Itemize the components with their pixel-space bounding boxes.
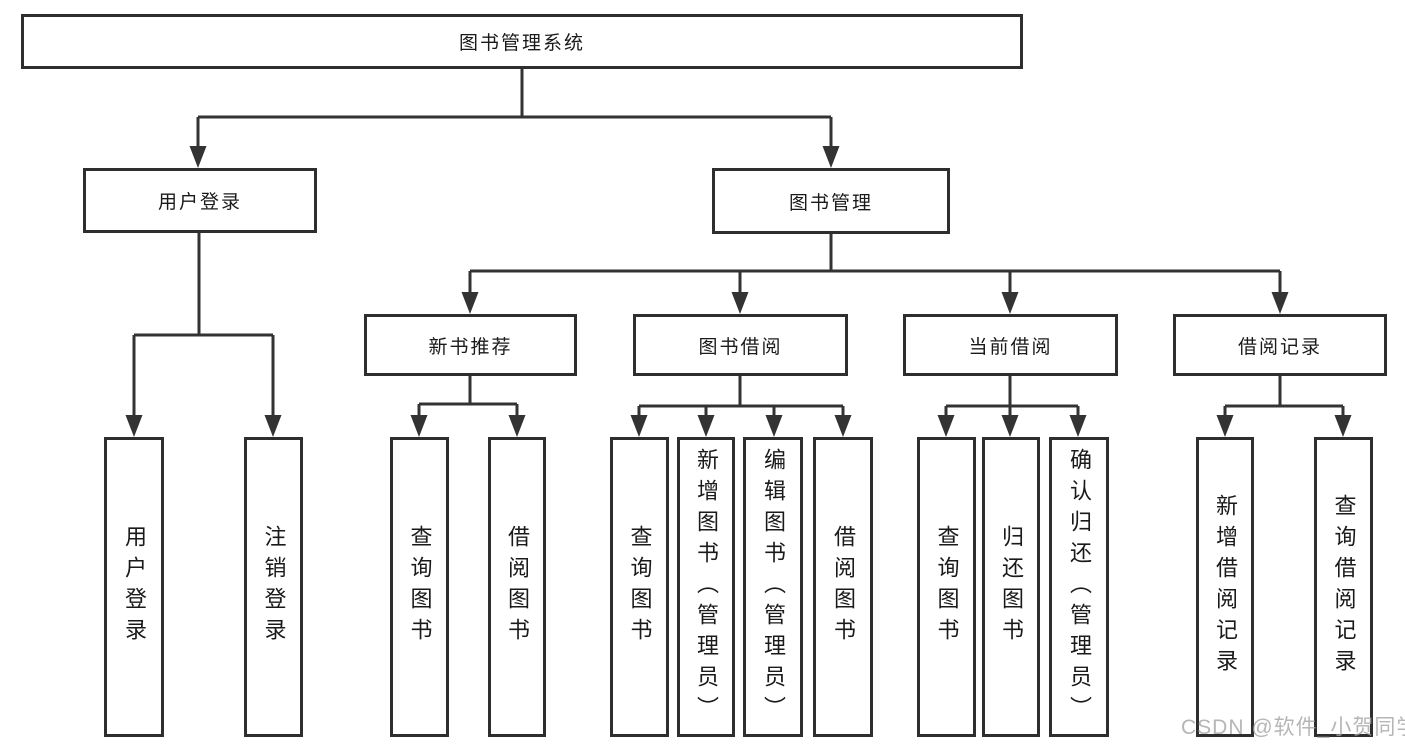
leaf-user-login-label: 用户登录 <box>122 525 147 649</box>
leaf-query-books-current-label: 查询图书 <box>934 525 960 649</box>
node-user-login-label: 用户登录 <box>157 192 242 213</box>
leaf-add-borrow-record-label: 新增借阅记录 <box>1213 494 1238 680</box>
leaf-query-books-recommend-label: 查询图书 <box>407 525 433 649</box>
leaf-borrow-books-label: 借阅图书 <box>831 525 856 649</box>
leaf-query-books-borrow-label: 查询图书 <box>627 525 653 649</box>
node-borrow-records-label: 借阅记录 <box>1237 336 1322 358</box>
leaf-query-books-borrow: 查询图书 <box>610 437 669 737</box>
arrowheads <box>125 146 1352 437</box>
leaf-logout-label: 注销登录 <box>261 525 287 649</box>
node-book-management: 图书管理 <box>712 168 950 234</box>
leaf-query-borrow-record-label: 查询借阅记录 <box>1331 494 1357 680</box>
node-current-borrow-label: 当前借阅 <box>968 336 1053 358</box>
leaf-query-borrow-record: 查询借阅记录 <box>1314 437 1373 737</box>
leaf-query-books-recommend: 查询图书 <box>390 437 449 737</box>
leaf-borrow-books: 借阅图书 <box>813 437 873 737</box>
leaf-return-books-label: 归还图书 <box>999 525 1024 649</box>
leaf-add-books-admin: 新增图书（管理员） <box>677 437 735 737</box>
leaf-borrow-books-recommend: 借阅图书 <box>488 437 546 737</box>
tree-edges <box>132 69 1345 418</box>
node-user-login: 用户登录 <box>83 168 317 233</box>
node-book-borrow: 图书借阅 <box>633 314 848 376</box>
node-book-borrow-label: 图书借阅 <box>698 336 783 358</box>
leaf-logout: 注销登录 <box>244 437 303 737</box>
leaf-user-login: 用户登录 <box>104 437 164 737</box>
node-new-book-recommend-label: 新书推荐 <box>428 336 513 358</box>
leaf-return-books: 归还图书 <box>982 437 1040 737</box>
leaf-confirm-return-admin-label: 确认归还（管理员） <box>1067 447 1092 727</box>
leaf-borrow-books-recommend-label: 借阅图书 <box>505 525 530 649</box>
csdn-watermark: CSDN @软件_小贺同学 <box>1181 716 1405 739</box>
leaf-confirm-return-admin: 确认归还（管理员） <box>1049 437 1109 737</box>
node-new-book-recommend: 新书推荐 <box>364 314 577 376</box>
node-borrow-records: 借阅记录 <box>1173 314 1387 376</box>
leaf-edit-books-admin: 编辑图书（管理员） <box>743 437 803 737</box>
node-root-label: 图书管理系统 <box>458 33 585 54</box>
node-root: 图书管理系统 <box>21 14 1023 69</box>
leaf-add-borrow-record: 新增借阅记录 <box>1196 437 1254 737</box>
node-current-borrow: 当前借阅 <box>903 314 1118 376</box>
leaf-edit-books-admin-label: 编辑图书（管理员） <box>761 447 786 727</box>
leaf-query-books-current: 查询图书 <box>917 437 976 737</box>
leaf-add-books-admin-label: 新增图书（管理员） <box>694 447 719 727</box>
node-book-management-label: 图书管理 <box>788 192 873 214</box>
